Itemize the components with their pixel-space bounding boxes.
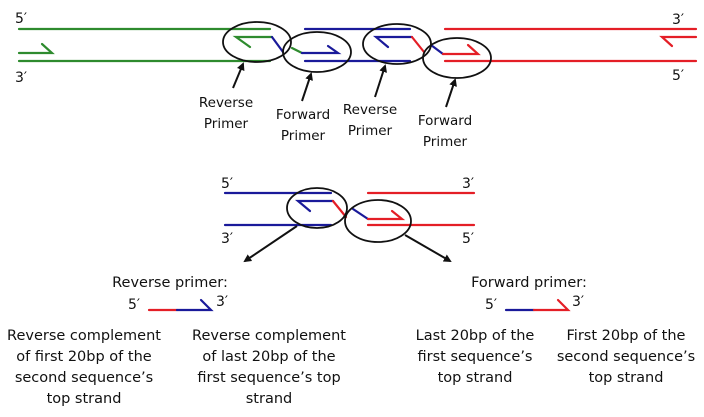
forward-desc-right-line2: second sequence’s bbox=[557, 349, 695, 365]
junction3-reverse-primer-blue bbox=[372, 35, 414, 49]
junction2-forward-primer-green bbox=[290, 46, 304, 55]
reverse-desc-left-line2: of first 20bp of the bbox=[16, 349, 151, 365]
reverse-desc-left-line1: Reverse complement bbox=[7, 328, 161, 344]
junction2-circle bbox=[282, 31, 352, 73]
junction1-reverse-primer-green bbox=[232, 35, 274, 49]
middle-diagram: 5′ 3′ 3′ 5′ bbox=[221, 176, 476, 263]
mid-left-5prime-label: 5′ bbox=[221, 176, 233, 192]
seq1-left-primer bbox=[17, 42, 55, 55]
top-diagram: 5′ 3′ 3′ 5′ Revers bbox=[15, 11, 698, 150]
arrow-reverse-primer-1 bbox=[232, 62, 245, 89]
top-left-5prime-label: 5′ bbox=[15, 11, 27, 27]
reverse-primer-detail: Reverse primer: 5′ 3′ Reverse complement… bbox=[7, 275, 346, 407]
label-reverse-primer-2-line2: Primer bbox=[348, 123, 393, 139]
reverse-primer-3prime: 3′ bbox=[216, 294, 228, 310]
reverse-desc-left-line4: top strand bbox=[47, 391, 122, 407]
forward-desc-right-line3: top strand bbox=[589, 370, 664, 386]
forward-desc-left-line2: first sequence’s bbox=[418, 349, 533, 365]
forward-primer-detail: Forward primer: 5′ 3′ Last 20bp of the f… bbox=[416, 275, 696, 386]
arrow-to-reverse-primer bbox=[243, 225, 298, 263]
junction2-forward-primer-blue bbox=[300, 44, 342, 55]
label-forward-primer-2-line1: Forward bbox=[418, 113, 472, 129]
forward-primer-title: Forward primer: bbox=[471, 275, 587, 291]
mid-left-3prime-label: 3′ bbox=[221, 231, 233, 247]
junction3-circle bbox=[362, 23, 432, 65]
mid-reverse-primer-blue bbox=[294, 199, 335, 213]
seq3-right-primer bbox=[659, 35, 698, 48]
mid-right-3prime-label: 3′ bbox=[462, 176, 474, 192]
junction4-forward-primer-blue bbox=[429, 43, 445, 56]
arrow-forward-primer-2 bbox=[445, 78, 457, 108]
label-reverse-primer-2-line1: Reverse bbox=[343, 102, 397, 118]
reverse-primer-title: Reverse primer: bbox=[112, 275, 228, 291]
mid-forward-primer-blue bbox=[351, 207, 370, 221]
label-reverse-primer-1-line1: Reverse bbox=[199, 95, 253, 111]
junction4-forward-primer-red bbox=[441, 43, 481, 56]
reverse-desc-right-line1: Reverse complement bbox=[192, 328, 346, 344]
top-right-5prime-label: 5′ bbox=[672, 68, 684, 84]
mid-forward-circle bbox=[344, 199, 412, 243]
label-forward-primer-1-line1: Forward bbox=[276, 107, 330, 123]
forward-primer-red-segment bbox=[532, 298, 571, 312]
reverse-desc-right-line3: first sequence’s top bbox=[197, 370, 340, 386]
label-forward-primer-2-line2: Primer bbox=[423, 134, 468, 150]
forward-desc-right-line1: First 20bp of the bbox=[567, 328, 686, 344]
forward-primer-5prime: 5′ bbox=[485, 297, 497, 313]
mid-forward-primer-red bbox=[366, 209, 406, 221]
reverse-desc-left-line3: second sequence’s bbox=[15, 370, 153, 386]
label-reverse-primer-1-line2: Primer bbox=[204, 116, 249, 132]
top-left-3prime-label: 3′ bbox=[15, 70, 27, 86]
junction3-reverse-primer-red bbox=[410, 35, 426, 54]
reverse-primer-5prime: 5′ bbox=[128, 297, 140, 313]
junction1-reverse-primer-blue bbox=[270, 35, 285, 54]
arrow-reverse-primer-2 bbox=[374, 64, 387, 98]
mid-right-5prime-label: 5′ bbox=[462, 231, 474, 247]
mid-reverse-primer-red bbox=[331, 199, 348, 219]
junction1-circle bbox=[222, 21, 292, 63]
forward-desc-left-line1: Last 20bp of the bbox=[416, 328, 535, 344]
reverse-desc-right-line4: strand bbox=[246, 391, 292, 407]
arrow-forward-primer-1 bbox=[301, 72, 313, 102]
junction4-circle bbox=[422, 37, 492, 79]
mid-reverse-circle bbox=[286, 187, 348, 229]
reverse-desc-right-line2: of last 20bp of the bbox=[202, 349, 335, 365]
arrow-to-forward-primer bbox=[404, 234, 452, 263]
top-right-3prime-label: 3′ bbox=[672, 12, 684, 28]
forward-desc-left-line3: top strand bbox=[438, 370, 513, 386]
label-forward-primer-1-line2: Primer bbox=[281, 128, 326, 144]
forward-primer-3prime: 3′ bbox=[572, 294, 584, 310]
reverse-primer-blue-segment bbox=[175, 298, 214, 312]
